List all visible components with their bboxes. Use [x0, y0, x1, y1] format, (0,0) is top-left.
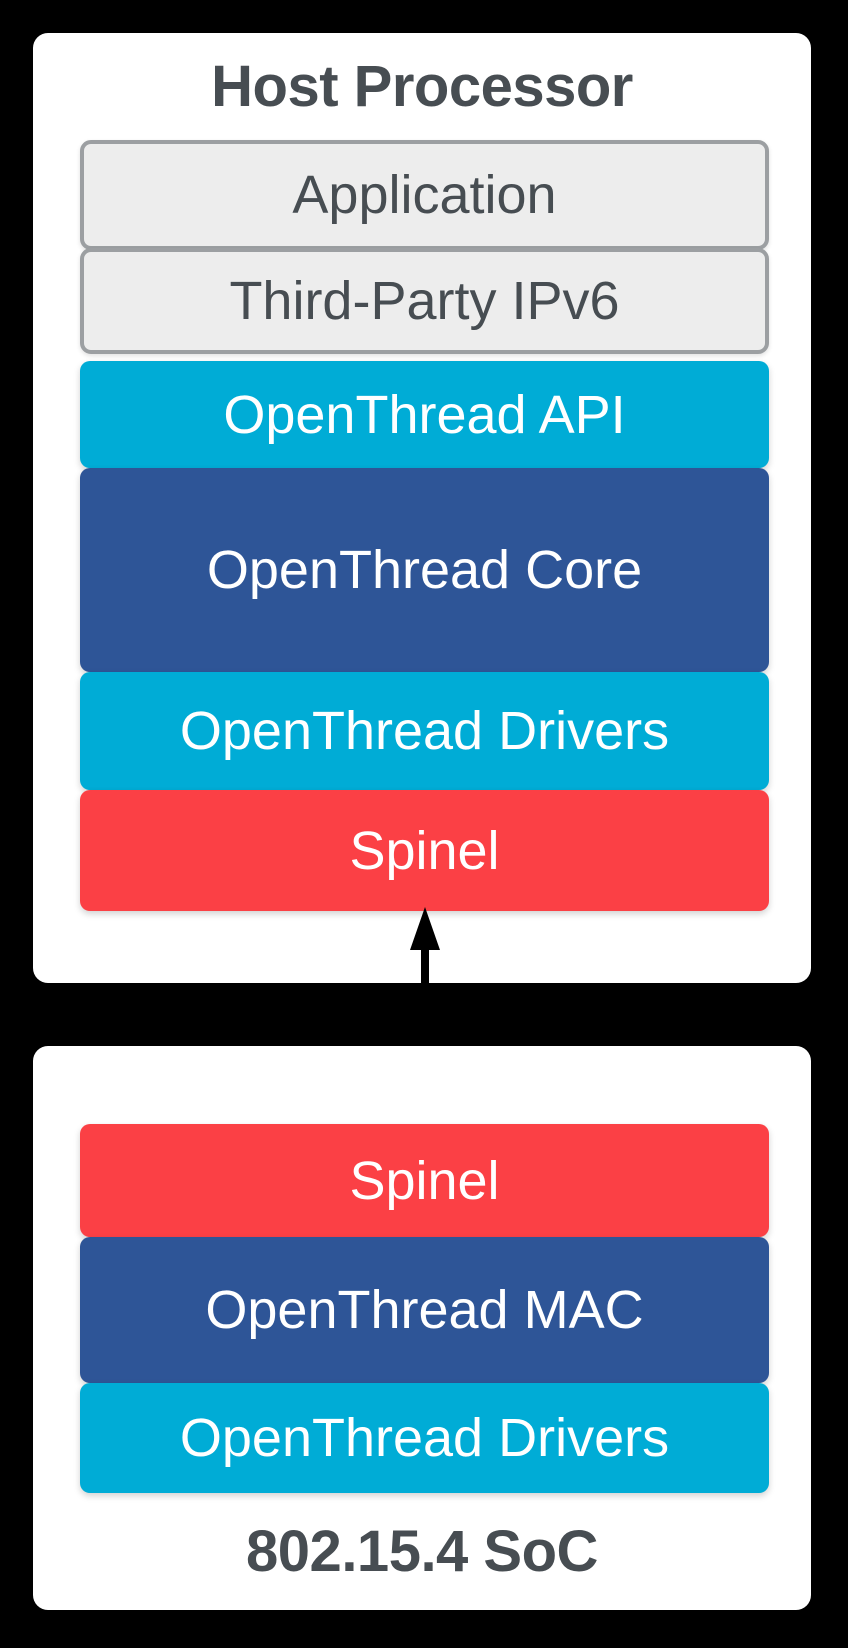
layer-openthread-core: OpenThread Core: [80, 468, 769, 672]
layer-openthread-drivers-host-label: OpenThread Drivers: [179, 701, 670, 761]
layer-openthread-api-label: OpenThread API: [223, 384, 626, 445]
layer-third-party-ipv6: Third-Party IPv6: [80, 248, 769, 354]
layer-spinel-soc: Spinel: [80, 1124, 769, 1237]
layer-application-label: Application: [292, 165, 557, 225]
layer-spinel-host-label: Spinel: [349, 820, 500, 881]
layer-openthread-drivers-host: OpenThread Drivers: [80, 672, 769, 790]
layer-openthread-core-label: OpenThread Core: [206, 540, 643, 600]
host-processor-panel: Host Processor Application Third-Party I…: [33, 33, 811, 983]
layer-third-party-ipv6-label: Third-Party IPv6: [229, 271, 620, 331]
host-panel-title: Host Processor: [211, 53, 633, 119]
host-layer-stack: Application Third-Party IPv6 OpenThread …: [80, 140, 769, 911]
layer-openthread-drivers-soc: OpenThread Drivers: [80, 1383, 769, 1493]
layer-openthread-api: OpenThread API: [80, 361, 769, 468]
soc-layer-stack: Spinel OpenThread MAC OpenThread Drivers: [80, 1124, 769, 1493]
layer-openthread-drivers-soc-label: OpenThread Drivers: [179, 1408, 670, 1468]
layer-spinel-soc-label: Spinel: [349, 1150, 500, 1211]
layer-openthread-mac-label: OpenThread MAC: [205, 1280, 644, 1340]
layer-openthread-mac: OpenThread MAC: [80, 1237, 769, 1383]
soc-panel-title: 802.15.4 SoC: [246, 1519, 598, 1584]
layer-application: Application: [80, 140, 769, 250]
layer-spinel-host: Spinel: [80, 790, 769, 911]
soc-panel: Spinel OpenThread MAC OpenThread Drivers…: [33, 1046, 811, 1610]
